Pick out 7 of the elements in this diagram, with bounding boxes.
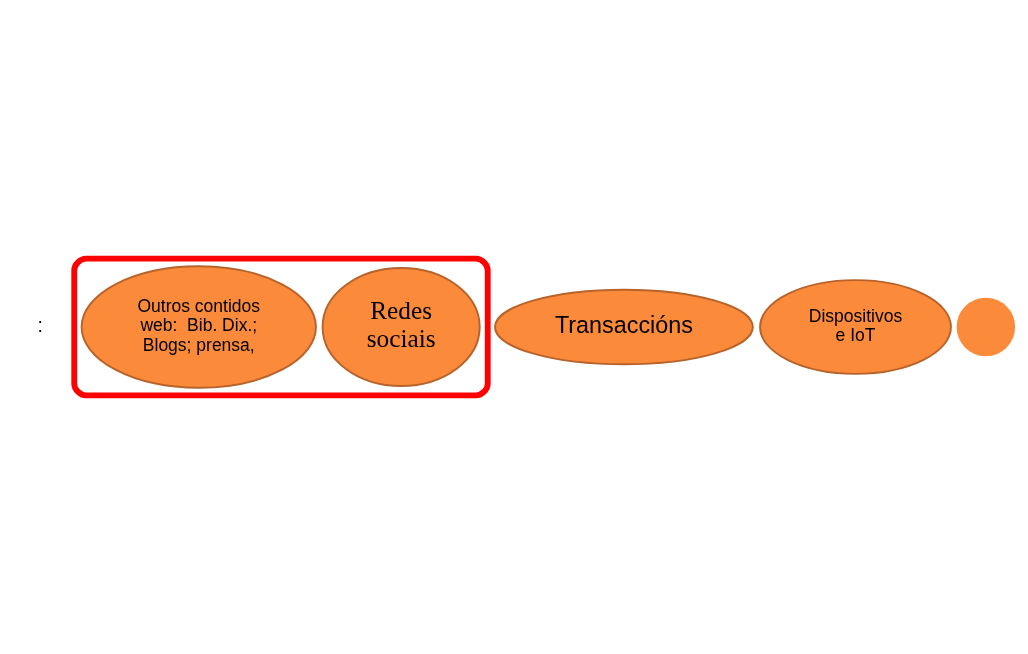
node-ellipse: Outros contidos web: Bib. Dix.; Blogs; prensa, [80,265,317,389]
label: : [37,313,43,336]
node-ellipse: Transaccións [494,288,754,366]
node-ellipse: Dispositivos e IoT [759,279,952,375]
node-ellipse: Redes sociais [321,267,481,387]
cluster [71,255,491,399]
node-circle [956,297,1016,357]
